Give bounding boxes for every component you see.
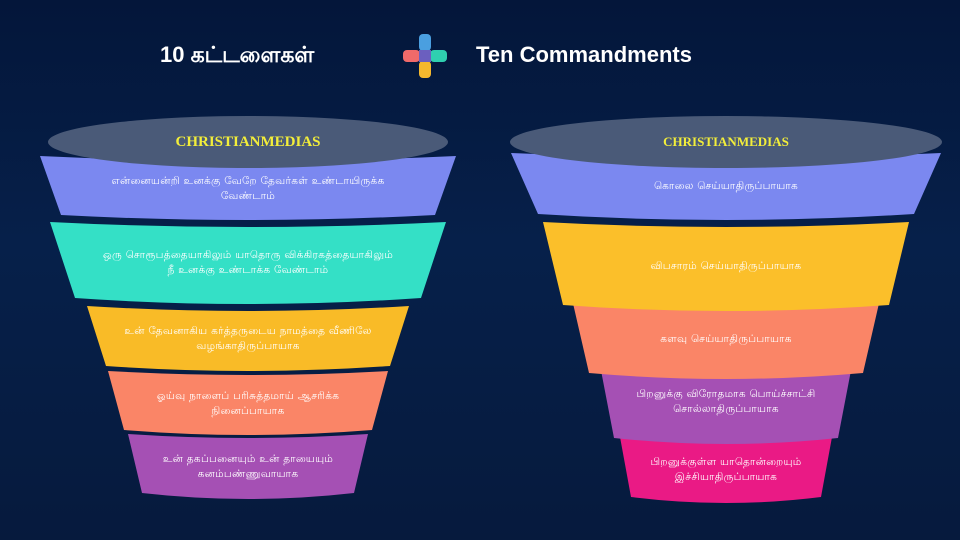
left-funnel-segment-3-text: உன் தேவனாகிய கர்த்தருடைய நாமத்தை வீணிலே … bbox=[124, 325, 372, 352]
right-funnel-segment-2-text: விபசாரம் செய்யாதிருப்பாயாக bbox=[650, 260, 802, 272]
left-funnel-segment-5 bbox=[128, 434, 368, 499]
right-funnel-rim bbox=[510, 116, 942, 168]
left-funnel-segment-3 bbox=[87, 306, 409, 371]
right-funnel-segment-5 bbox=[620, 437, 832, 503]
logo-bottom-petal bbox=[419, 61, 431, 78]
title-english: Ten Commandments bbox=[476, 42, 692, 67]
logo-center bbox=[419, 50, 431, 62]
right-funnel-segment-5-text: பிறனுக்குள்ள யாதொன்றையும் இச்சியாதிருப்ப… bbox=[650, 456, 802, 483]
left-funnel-segment-2 bbox=[50, 222, 446, 304]
left-funnel-segment-5-text: உன் தகப்பனையும் உன் தாயையும் கனம்பண்ணுவா… bbox=[162, 452, 334, 480]
right-funnel-segment-3-text: களவு செய்யாதிருப்பாயாக bbox=[660, 332, 792, 345]
logo-top-petal bbox=[419, 34, 431, 51]
left-funnel-brand: CHRISTIANMEDIAS bbox=[175, 133, 321, 150]
right-funnel-segment-3 bbox=[572, 299, 880, 379]
left-funnel-segment-1-text: என்னையன்றி உனக்கு வேறே தேவர்கள் உண்டாயிர… bbox=[111, 174, 385, 202]
logo-right-petal bbox=[430, 50, 447, 62]
right-funnel-segment-4 bbox=[599, 360, 853, 444]
right-funnel-segment-1-text: கொலை செய்யாதிருப்பாயாக bbox=[653, 180, 799, 192]
right-funnel-segment-2 bbox=[543, 222, 909, 311]
title-tamil: 10 கட்டளைகள் bbox=[160, 42, 315, 67]
left-funnel-segment-4 bbox=[108, 371, 388, 435]
left-funnel-segment-1 bbox=[40, 156, 456, 220]
right-funnel-segment-4-text: பிறனுக்கு விரோதமாக பொய்ச்சாட்சி சொல்லாதி… bbox=[636, 388, 816, 415]
left-funnel-segment-4-text: ஓய்வு நாளைப் பரிசுத்தமாய் ஆசரிக்க நினைப்… bbox=[156, 389, 340, 417]
left-funnel-segment-2-text: ஒரு சொரூபத்தையாகிலும் யாதொரு விக்கிரகத்த… bbox=[102, 249, 394, 276]
right-funnel-brand: CHRISTIANMEDIAS bbox=[663, 133, 789, 149]
four-color-cross-icon bbox=[402, 33, 448, 79]
logo-left-petal bbox=[403, 50, 420, 62]
left-funnel-rim bbox=[48, 116, 448, 168]
right-funnel-segment-1 bbox=[511, 153, 941, 220]
